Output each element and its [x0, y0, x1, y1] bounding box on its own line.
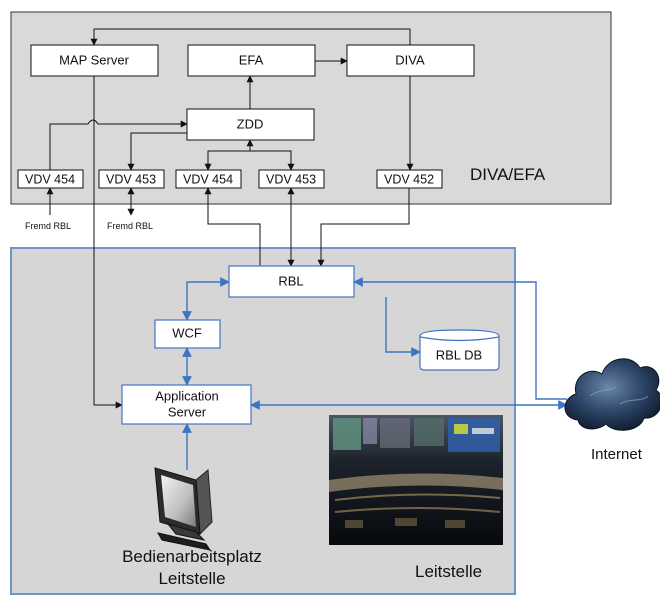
connector-zdd-bus-vdv454 — [204, 139, 254, 171]
control-room-photo — [329, 415, 503, 545]
efa-label: EFA — [239, 52, 264, 67]
zdd-label: ZDD — [237, 116, 264, 131]
internet-label: Internet — [591, 446, 643, 463]
vdv453-left-node: VDV 453 — [98, 169, 165, 189]
map-server-label: MAP Server — [59, 52, 130, 67]
diva-label: DIVA — [395, 52, 425, 67]
rbl-label: RBL — [278, 273, 303, 288]
rbl-node: RBL — [228, 265, 355, 298]
wcf-node: WCF — [154, 319, 221, 349]
connector-zdd-to-vdv453 — [127, 132, 187, 171]
diva-efa-region-label: DIVA/EFA — [470, 165, 546, 184]
fremd-rbl-label-2: Fremd RBL — [107, 221, 153, 231]
vdv454-mid-label: VDV 454 — [183, 172, 233, 186]
connector-vdv454-to-zdd — [49, 119, 188, 170]
map-server-node: MAP Server — [30, 44, 159, 77]
vdv454-left-node: VDV 454 — [17, 169, 84, 189]
connector-rbl-rbldb — [385, 297, 421, 357]
efa-node: EFA — [187, 44, 316, 77]
vdv453-left-label: VDV 453 — [106, 172, 156, 186]
workstation-label-2: Leitstelle — [158, 569, 225, 588]
leitstelle-region-label: Leitstelle — [415, 562, 482, 581]
connector-rbl-to-vdv454 — [204, 187, 261, 266]
connector-diva-to-map — [90, 28, 411, 46]
application-server-label-2: Server — [168, 404, 207, 419]
application-server-label-1: Application — [155, 388, 219, 403]
workstation-label-1: Bedienarbeitsplatz — [122, 547, 262, 566]
zdd-node: ZDD — [186, 108, 315, 141]
vdv453-mid-label: VDV 453 — [266, 172, 316, 186]
application-server-node: Application Server — [121, 384, 252, 425]
vdv454-mid-node: VDV 454 — [175, 169, 242, 189]
connector-map-to-appserver — [93, 76, 123, 409]
vdv454-left-label: VDV 454 — [25, 172, 75, 186]
connector-zdd-bus-vdv453 — [250, 150, 295, 171]
rbl-db-label: RBL DB — [436, 347, 482, 362]
diva-node: DIVA — [346, 44, 475, 77]
internet-cloud-icon — [564, 358, 660, 431]
rbl-db-node: RBL DB — [419, 329, 500, 371]
wcf-label: WCF — [172, 325, 202, 340]
vdv453-mid-node: VDV 453 — [258, 169, 325, 189]
connector-vdv452-to-rbl — [317, 188, 410, 267]
vdv452-label: VDV 452 — [384, 172, 434, 186]
workstation-monitor-icon — [154, 467, 213, 551]
vdv452-node: VDV 452 — [376, 169, 443, 189]
fremd-rbl-label-1: Fremd RBL — [25, 221, 71, 231]
connector-rbl-internet — [353, 277, 567, 400]
connector-rbl-wcf — [182, 277, 230, 321]
